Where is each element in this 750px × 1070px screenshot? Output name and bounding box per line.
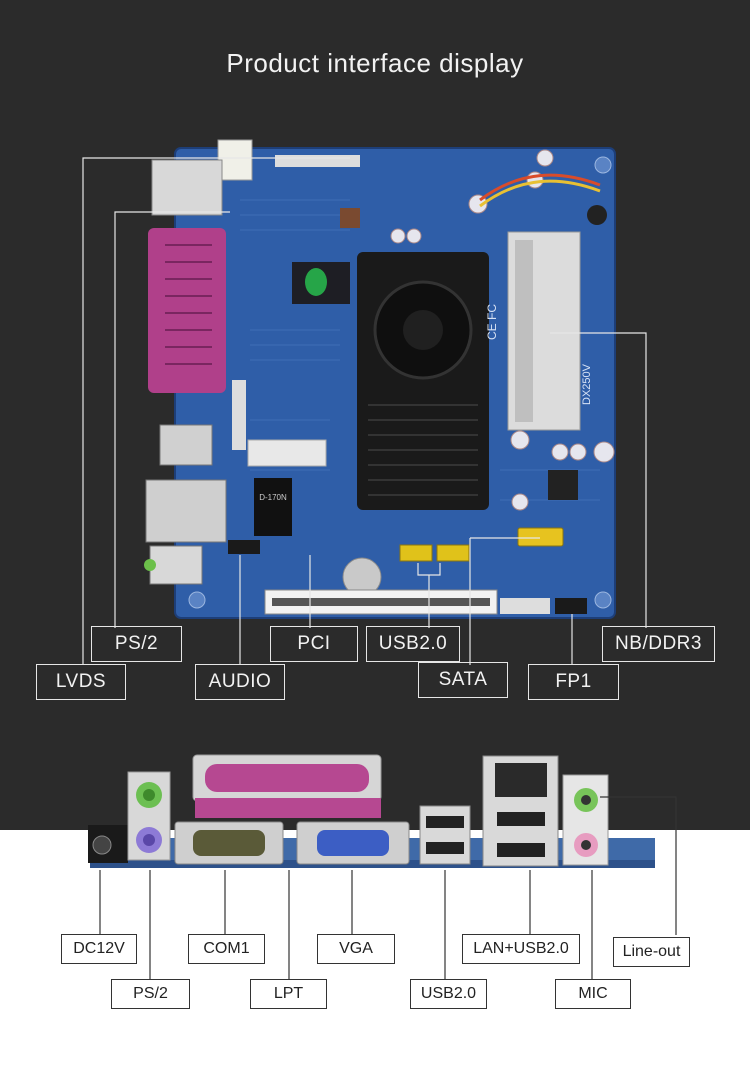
label-sata: SATA (418, 662, 508, 698)
label-lpt: LPT (250, 979, 327, 1009)
top-leader-lines (82, 157, 647, 665)
label-com1: COM1 (188, 934, 265, 964)
sata-port (517, 527, 564, 547)
label-fp1: FP1 (528, 664, 619, 700)
label-lvds: LVDS (36, 664, 126, 700)
label-usb2-io: USB2.0 (410, 979, 487, 1009)
label-nb-ddr3: NB/DDR3 (602, 626, 715, 662)
label-dc12v: DC12V (61, 934, 137, 964)
label-audio: AUDIO (195, 664, 285, 700)
cert-marks: CE FC (485, 304, 499, 340)
label-pci: PCI (270, 626, 358, 662)
label-usb2-header: USB2.0 (366, 626, 460, 662)
model-silkscreen: DX250V (581, 363, 593, 405)
label-ps2-io: PS/2 (111, 979, 190, 1009)
label-line-out: Line-out (613, 937, 690, 967)
label-vga: VGA (317, 934, 395, 964)
label-mic: MIC (555, 979, 631, 1009)
bottom-leader-lines (99, 796, 677, 980)
label-lan-usb: LAN+USB2.0 (462, 934, 580, 964)
io-panel (88, 754, 655, 868)
motherboard-top: D-170N CE FC DX250V (144, 139, 616, 619)
chip-label: D-170N (259, 493, 287, 502)
page-title: Product interface display (226, 48, 524, 78)
parallel-port (148, 228, 226, 393)
label-ps2: PS/2 (91, 626, 182, 662)
